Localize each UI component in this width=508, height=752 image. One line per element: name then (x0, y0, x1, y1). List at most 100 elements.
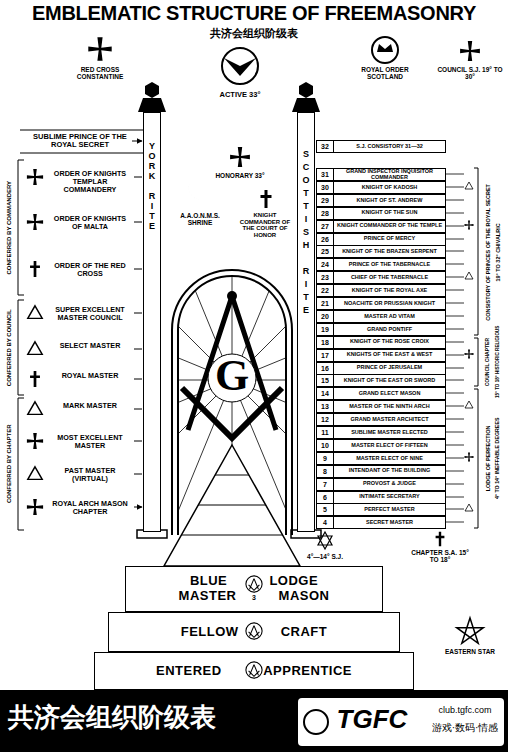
bracket-label: CONFERRED BY CHAPTER (6, 399, 14, 529)
degree-name: KNIGHTS OF THE EAST & WEST (334, 350, 445, 361)
degree-box: 21NOACHITE OR PRUSSIAN KNIGHT (316, 297, 446, 310)
degree-symbol (27, 433, 43, 449)
degree-symbol (27, 214, 43, 230)
degree-symbol (28, 342, 42, 355)
bracket-label: COUNCIL CHAPTER (485, 332, 491, 392)
degree-name: PERFECT MASTER (334, 504, 445, 515)
degree-number: 18 (317, 337, 334, 348)
degree-box: 24PRINCE OF THE TABERNACLE (316, 258, 446, 271)
pointer-arrow (132, 141, 142, 142)
degree-box: 22KNIGHT OF THE ROYAL AXE (316, 284, 446, 297)
degree-box: 30KNIGHT OF KADOSH (316, 181, 446, 194)
lodge-step: ENTERED APPRENTICE (94, 652, 414, 690)
group-bracket (18, 160, 24, 530)
degree-box: 10MASTER ELECT OF FIFTEEN (316, 439, 446, 452)
emblem-label: HONORARY 33° (208, 172, 272, 179)
degree-name: PRINCE OF JERUSALEM (334, 363, 445, 374)
degree-box: 27KNIGHT COMMANDER OF THE TEMPLE (316, 220, 446, 233)
degree-box: 17KNIGHTS OF THE EAST & WEST (316, 349, 446, 362)
watermark-logo (304, 710, 328, 734)
degree-name: KNIGHT OF THE SUN (334, 208, 445, 219)
eagle-wings (224, 58, 256, 76)
watermark: 游戏·数码·情感 (426, 722, 504, 733)
degree-symbol (28, 402, 42, 415)
degree-label: MARK MASTER (48, 402, 132, 410)
g-letter: G (202, 352, 262, 400)
pillar: SCOTTISH RITE (297, 112, 315, 532)
degree-symbol (30, 261, 40, 277)
degree-number: 21 (317, 298, 334, 309)
degree-name: MASTER ELECT OF NINE (334, 453, 445, 464)
degree-name: SECRET MASTER (334, 517, 445, 528)
star-symbol (318, 532, 332, 545)
degree-number: 30 (317, 182, 334, 193)
degree-number: 26 (317, 234, 334, 245)
degree-number: 25 (317, 246, 334, 257)
degree-box: 18KNIGHT OF THE ROSE CROIX (316, 336, 446, 349)
degree-name: PRINCE OF THE TABERNACLE (334, 259, 445, 270)
degree-name: MASTER ELECT OF FIFTEEN (334, 440, 445, 451)
degree-box: 12GRAND MASTER ARCHITECT (316, 413, 446, 426)
degree-name: MASTER AD VITAM (334, 311, 445, 322)
rite-name: YORK RITE (147, 141, 157, 231)
caption-band (0, 690, 508, 752)
emblem-label: 4°—14° S.J. (295, 553, 355, 560)
degree-number: 13 (317, 401, 334, 412)
degree-box: 4SECRET MASTER (316, 516, 446, 529)
pillar: YORK RITE (143, 112, 161, 532)
degree-number: 28 (317, 208, 334, 219)
degree-box: 32S.J. CONSISTORY 31—32 (316, 140, 446, 153)
compass-joint (227, 291, 237, 301)
capital-emblem (299, 82, 313, 98)
degree-label: ROYAL ARCH MASON CHAPTER (48, 500, 132, 516)
degree-number: 24 (317, 259, 334, 270)
degree-name: KNIGHT OF THE EAST OR SWORD (334, 375, 445, 386)
degree-label: PAST MASTER (VIRTUAL) (48, 467, 132, 483)
degree-number: 19 (317, 324, 334, 335)
emblem-label: ROYAL ORDER SCOTLAND (350, 66, 420, 80)
degree-number: 12 (317, 414, 334, 425)
chapter-emblem (436, 532, 445, 546)
degree-box: 31GRAND INSPECTOR INQUISITOR COMMANDER (316, 168, 446, 181)
degree-number: 22 (317, 285, 334, 296)
degree-name: KNIGHT OF ST. ANDREW (334, 195, 445, 206)
degree-label: MOST EXCELLENT MASTER (48, 434, 132, 450)
degree-number: 32 (317, 141, 334, 152)
degree-box: 28KNIGHT OF THE SUN (316, 207, 446, 220)
degree-number: 9 (317, 453, 334, 464)
caption: 共济会组织阶级表 (8, 700, 216, 735)
degree-symbol (465, 182, 473, 189)
degree-name: INTENDANT OF THE BUILDING (334, 466, 445, 477)
group-bracket (474, 168, 478, 528)
degree-box: 19GRAND PONTIFF (316, 323, 446, 336)
cross-emblem (261, 190, 272, 208)
degree-name: GRAND PONTIFF (334, 324, 445, 335)
frame-line (20, 130, 143, 153)
degree-box: 9MASTER ELECT OF NINE (316, 452, 446, 465)
bracket-label: 15° TO 18° HISTORIC RELIGIOUS (495, 317, 501, 407)
step-label: BLUE LODGE (126, 574, 382, 589)
degree-label: ORDER OF KNIGHTS OF MALTA (48, 215, 132, 231)
diagram-title: EMBLEMATIC STRUCTURE OF FREEMASONRY (0, 2, 508, 25)
bracket-label: LODGE OF PERFECTION (485, 403, 492, 513)
degree-box: 14GRAND ELECT MASON (316, 387, 446, 400)
degree-number: 27 (317, 221, 334, 232)
degree-box: 8INTENDANT OF THE BUILDING (316, 465, 446, 478)
degree-name: GRAND ELECT MASON (334, 388, 445, 399)
degree-number: 7 (317, 479, 334, 490)
emblem-label: EASTERN STAR (438, 648, 502, 655)
degree-leader (446, 174, 464, 522)
bracket-label: CONFERRED BY COUNCIL (6, 298, 14, 398)
degree-number: 20 (317, 311, 334, 322)
degree-box: 25KNIGHT OF THE BRAZEN SERPENT (316, 245, 446, 258)
degree-label: SUPER EXCELLENT MASTER COUNCIL (48, 306, 132, 322)
degree-symbol (27, 169, 43, 185)
emblem-label: RED CROSS CONSTANTINE (65, 66, 135, 80)
degree-symbol (465, 504, 473, 511)
degree-name: KNIGHT OF THE ROYAL AXE (334, 285, 445, 296)
crescent-symbol (189, 180, 208, 199)
royal-order-emblem (372, 37, 398, 63)
lodge-step: BLUE LODGEMASTER MASON (125, 566, 383, 612)
